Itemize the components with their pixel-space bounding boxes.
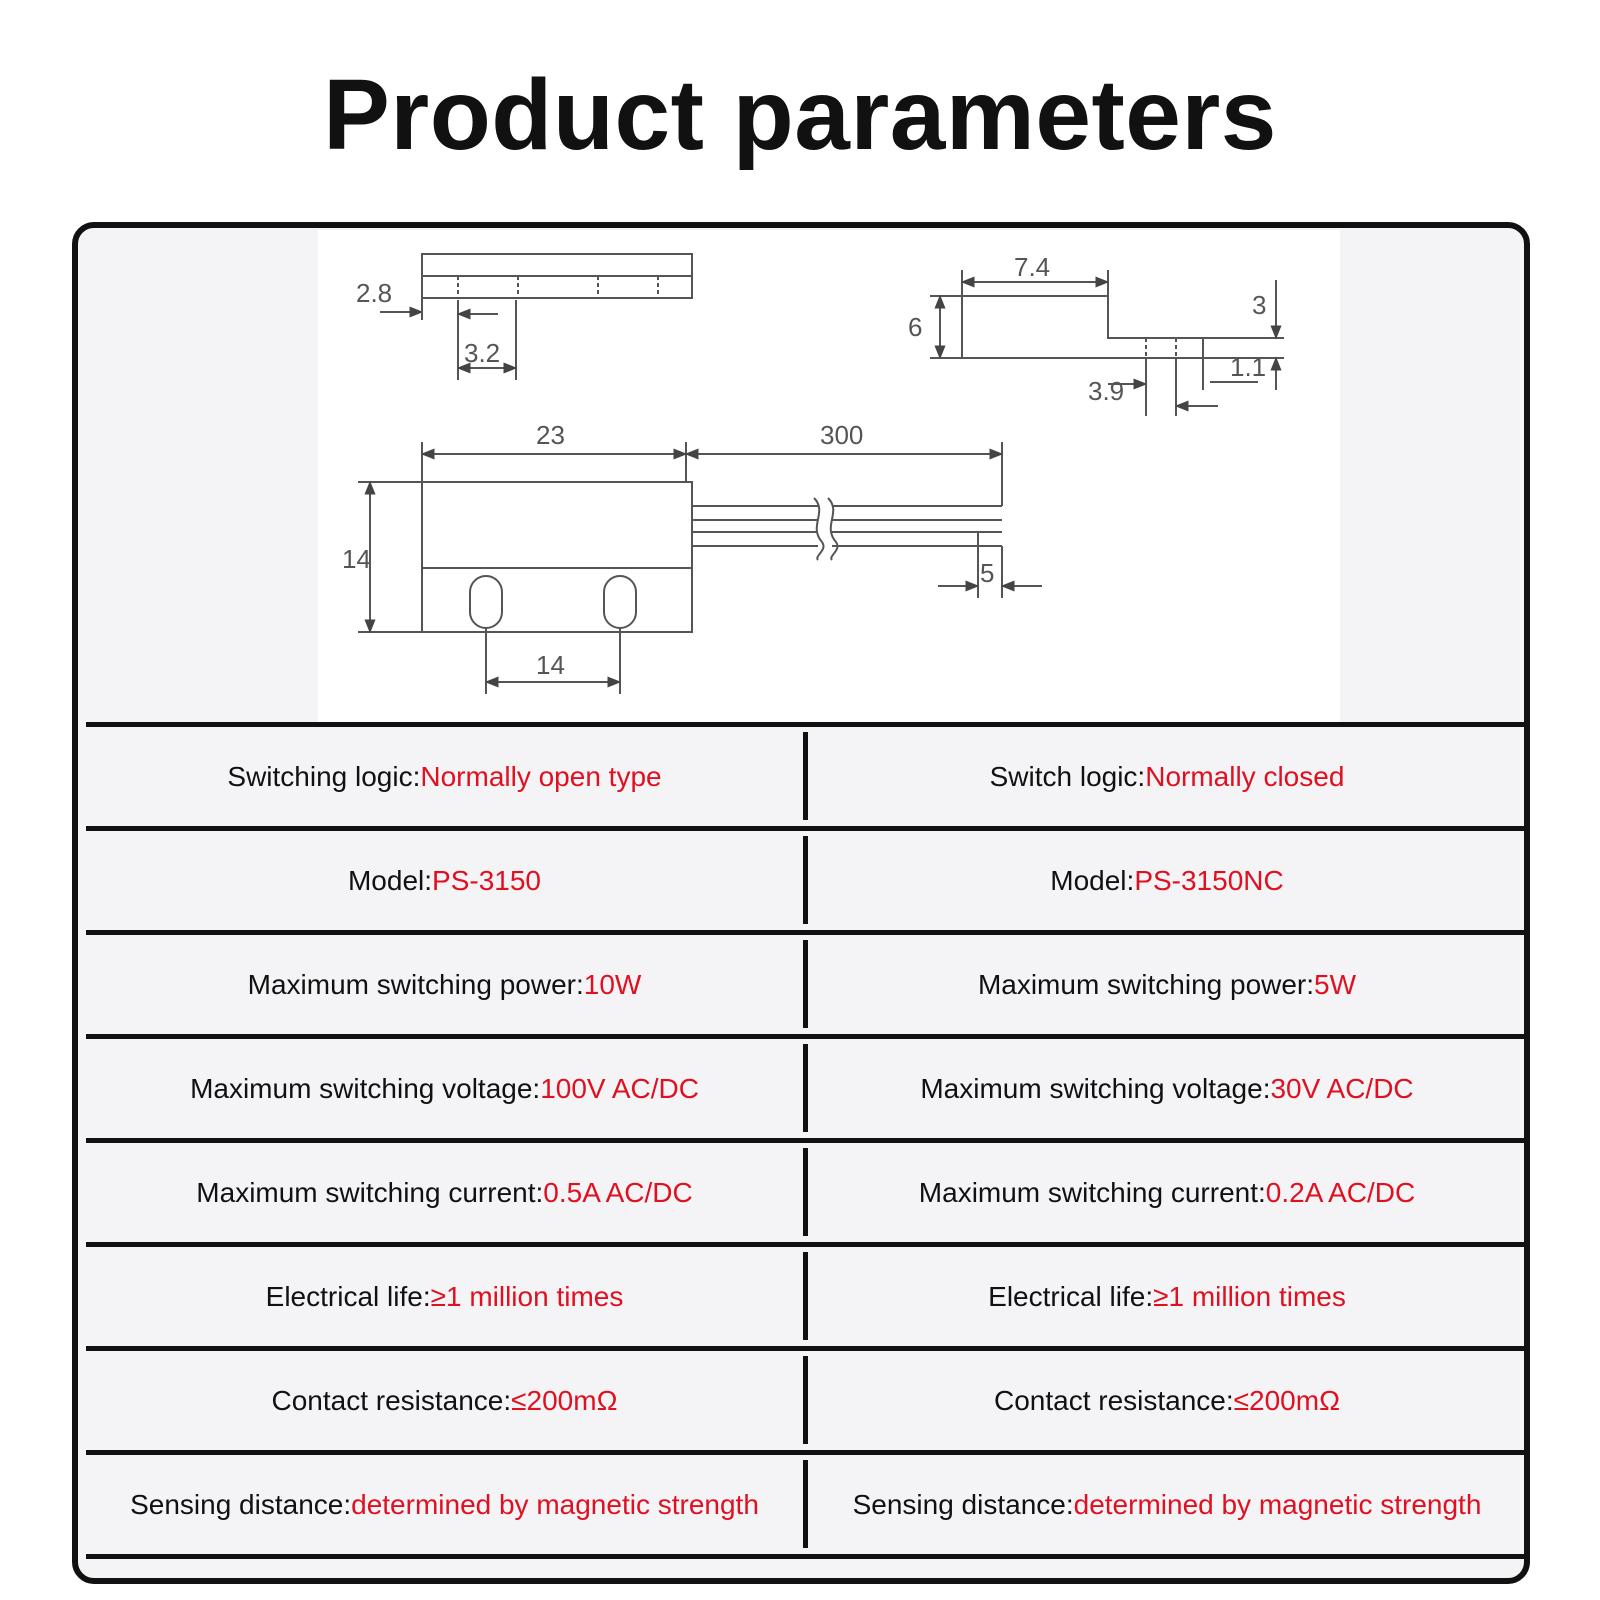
param-value: 0.5A AC/DC [543,1177,693,1208]
param-current-nc: Maximum switching current: 0.2A AC/DC [808,1143,1526,1243]
dimension-drawing: 2.8 3.2 7.4 6 3 [318,230,1340,722]
param-label: Maximum switching current: [918,1177,1266,1208]
param-current-no: Maximum switching current: 0.5A AC/DC [86,1143,803,1243]
param-label: Switching logic: [227,761,421,792]
param-value: ≤200mΩ [1233,1385,1340,1416]
param-value: 10W [583,969,642,1000]
param-value: Normally closed [1145,761,1345,792]
dim-side-step: 3 [1252,290,1266,320]
dim-hole-spacing: 14 [536,650,565,680]
param-label: Electrical life: [988,1281,1154,1312]
param-contact-resistance-no: Contact resistance: ≤200mΩ [86,1351,803,1451]
param-value: 100V AC/DC [540,1073,699,1104]
front-view: 23 300 14 14 5 [342,420,1042,694]
param-switching-logic-no: Switching logic: Normally open type [86,727,803,827]
page-title: Product parameters [323,59,1277,171]
param-value: PS-3150NC [1134,865,1284,896]
column-divider [803,1148,808,1236]
dimension-drawing-svg: 2.8 3.2 7.4 6 3 [342,252,1284,694]
param-value: determined by magnetic strength [351,1489,759,1520]
dim-body-height: 14 [342,544,371,574]
column-divider [803,732,808,820]
table-rule [86,1554,1526,1559]
top-view: 2.8 3.2 [356,253,693,380]
param-value: 30V AC/DC [1270,1073,1414,1104]
dim-top-thickness: 2.8 [356,278,392,308]
param-label: Contact resistance: [271,1385,512,1416]
param-switching-logic-nc: Switch logic: Normally closed [808,727,1526,827]
param-voltage-no: Maximum switching voltage: 100V AC/DC [86,1039,803,1139]
param-value: ≥1 million times [430,1281,624,1312]
param-sensing-distance-no: Sensing distance: determined by magnetic… [86,1455,803,1555]
param-value: 5W [1314,969,1357,1000]
param-label: Sensing distance: [130,1489,352,1520]
table-rule [86,930,1526,935]
param-value: ≤200mΩ [511,1385,618,1416]
dim-side-length: 7.4 [1014,252,1050,282]
dim-body-length: 23 [536,420,565,450]
param-contact-resistance-nc: Contact resistance: ≤200mΩ [808,1351,1526,1451]
param-label: Sensing distance: [852,1489,1074,1520]
param-model-no: Model: PS-3150 [86,831,803,931]
param-label: Maximum switching power: [977,969,1315,1000]
param-value: PS-3150 [432,865,541,896]
param-model-nc: Model: PS-3150NC [808,831,1526,931]
table-rule [86,1034,1526,1039]
param-label: Maximum switching voltage: [920,1073,1271,1104]
param-value: ≥1 million times [1153,1281,1346,1312]
param-value: determined by magnetic strength [1073,1489,1482,1520]
dim-wire-length: 300 [820,420,863,450]
param-label: Model: [1050,865,1135,896]
table-rule [86,1242,1526,1247]
table-rule [86,1450,1526,1455]
param-electrical-life-no: Electrical life: ≥1 million times [86,1247,803,1347]
param-value: 0.2A AC/DC [1265,1177,1416,1208]
table-rule [86,1138,1526,1143]
column-divider [803,1252,808,1340]
dim-top-hole-offset: 3.2 [464,338,500,368]
param-voltage-nc: Maximum switching voltage: 30V AC/DC [808,1039,1526,1139]
param-value: Normally open type [420,761,662,792]
param-label: Maximum switching current: [196,1177,544,1208]
param-label: Contact resistance: [993,1385,1234,1416]
param-label: Switch logic: [989,761,1146,792]
param-label: Maximum switching power: [247,969,584,1000]
param-electrical-life-nc: Electrical life: ≥1 million times [808,1247,1526,1347]
dim-side-height: 6 [908,312,922,342]
table-rule [86,1346,1526,1351]
param-power-nc: Maximum switching power: 5W [808,935,1526,1035]
param-sensing-distance-nc: Sensing distance: determined by magnetic… [808,1455,1526,1555]
table-rule [86,722,1526,727]
column-divider [803,940,808,1028]
param-label: Model: [347,865,433,896]
column-divider [803,1356,808,1444]
param-power-no: Maximum switching power: 10W [86,935,803,1035]
side-view: 7.4 6 3 1.1 3.9 [908,252,1284,416]
column-divider [803,1044,808,1132]
column-divider [803,836,808,924]
dim-wire-strip: 5 [980,558,994,588]
table-rule [86,826,1526,831]
column-divider [803,1460,808,1548]
param-label: Maximum switching voltage: [190,1073,541,1104]
dim-side-tail: 1.1 [1230,352,1266,382]
dim-side-hole: 3.9 [1088,376,1124,406]
param-label: Electrical life: [265,1281,431,1312]
